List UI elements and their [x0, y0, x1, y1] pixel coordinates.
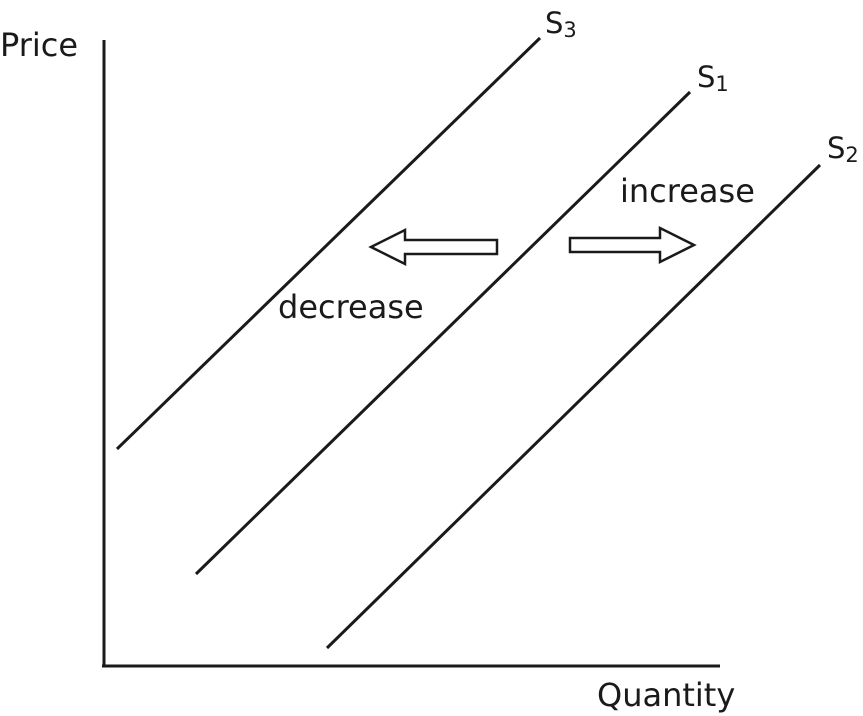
curve-label-s3-subscript: 3 — [563, 18, 576, 42]
x-axis-label: Quantity — [597, 676, 735, 714]
decrease-label: decrease — [278, 288, 424, 326]
curve-label-s3: S3 — [545, 6, 577, 42]
curve-label-s3-letter: S — [545, 6, 563, 40]
increase-label: increase — [620, 172, 755, 210]
y-axis-label: Price — [0, 26, 78, 64]
curve-label-s2-subscript: 2 — [845, 143, 858, 167]
supply-curve-s2 — [325, 163, 822, 650]
curve-label-s1: S1 — [697, 60, 729, 96]
supply-curve-s3 — [115, 36, 542, 451]
left-arrow-icon — [368, 227, 499, 267]
curve-label-s2-letter: S — [827, 131, 845, 165]
curve-label-s2: S2 — [827, 131, 859, 167]
right-arrow-icon — [568, 225, 697, 265]
supply-curve-s1 — [194, 90, 692, 576]
curve-label-s1-letter: S — [697, 60, 715, 94]
curve-label-s1-subscript: 1 — [715, 72, 728, 96]
